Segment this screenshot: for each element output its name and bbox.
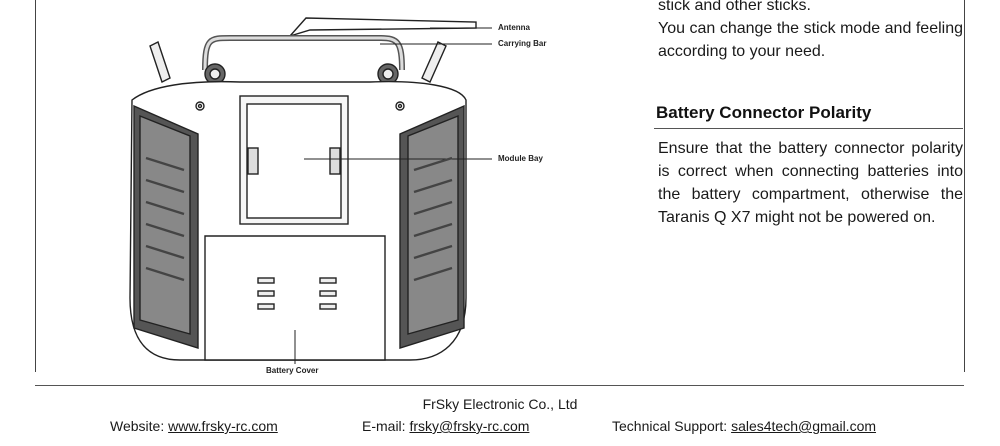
email-label: E-mail: — [362, 418, 406, 434]
website-label: Website: — [110, 418, 165, 434]
polarity-paragraph: Ensure that the battery connector polari… — [658, 140, 963, 226]
intro-line-1: stick and other sticks. — [658, 0, 811, 14]
support-item: Technical Support: sales4tech@gmail.com — [612, 418, 876, 434]
email-item: E-mail: frsky@frsky-rc.com — [362, 418, 529, 434]
grip-slots — [145, 156, 453, 282]
callout-antenna: Antenna — [498, 23, 530, 32]
company-name: FrSky Electronic Co., Ltd — [422, 396, 578, 412]
intro-line-2: You can change the stick mode and feelin… — [658, 20, 963, 60]
support-label: Technical Support: — [612, 418, 728, 434]
intro-paragraph: stick and other sticks. You can change t… — [658, 0, 963, 63]
right-margin-rule — [964, 0, 965, 372]
callout-module-bay: Module Bay — [498, 154, 543, 163]
callout-battery-cover: Battery Cover — [266, 366, 319, 375]
heading-underline — [654, 128, 963, 129]
email-link[interactable]: frsky@frsky-rc.com — [409, 418, 530, 434]
website-item: Website: www.frsky-rc.com — [110, 418, 278, 434]
support-link[interactable]: sales4tech@gmail.com — [731, 418, 877, 434]
left-margin-rule — [35, 0, 36, 372]
footer-rule — [35, 385, 964, 386]
page-footer: FrSky Electronic Co., Ltd Website: www.f… — [0, 396, 1000, 446]
callout-carrying-bar: Carrying Bar — [498, 39, 547, 48]
transmitter-illustration — [129, 17, 492, 364]
section-heading: Battery Connector Polarity — [656, 103, 872, 122]
website-link[interactable]: www.frsky-rc.com — [168, 418, 278, 434]
transmitter-back-diagram: Antenna Carrying Bar Module Bay Battery … — [110, 8, 580, 380]
